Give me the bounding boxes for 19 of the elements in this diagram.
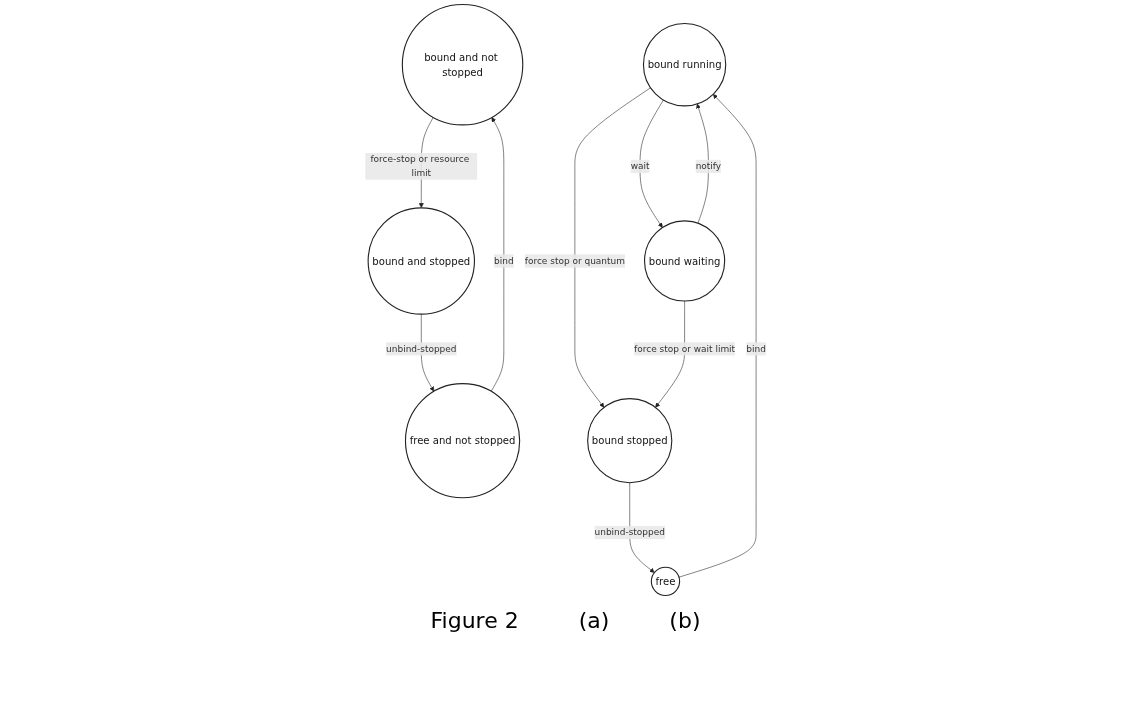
- node-circle: bound waiting: [643, 220, 726, 302]
- node-circle: bound and not stopped: [401, 3, 524, 126]
- node-circle: bound stopped: [587, 398, 673, 484]
- edge-label: bind: [746, 343, 766, 354]
- edge-label: force stop or wait limit: [634, 343, 736, 354]
- caption-text: (a): [578, 608, 610, 633]
- node-circle: free: [650, 566, 681, 597]
- edge-label: unbind-stopped: [594, 526, 665, 538]
- caption-text: Figure 2: [430, 608, 519, 633]
- node-circle: bound and stopped: [367, 207, 475, 315]
- node-circle: free and not stopped: [404, 383, 521, 499]
- edge-label: notify: [695, 160, 722, 172]
- caption-text: (b): [669, 608, 701, 633]
- node-circle: bound running: [642, 23, 727, 107]
- edge-label: wait: [630, 160, 650, 172]
- edge-label: unbind-stopped: [386, 343, 457, 354]
- edge-label: force stop or quantum: [524, 255, 625, 267]
- edge-label: force-stop or resource limit: [370, 154, 470, 179]
- edge-label: bind: [493, 255, 514, 267]
